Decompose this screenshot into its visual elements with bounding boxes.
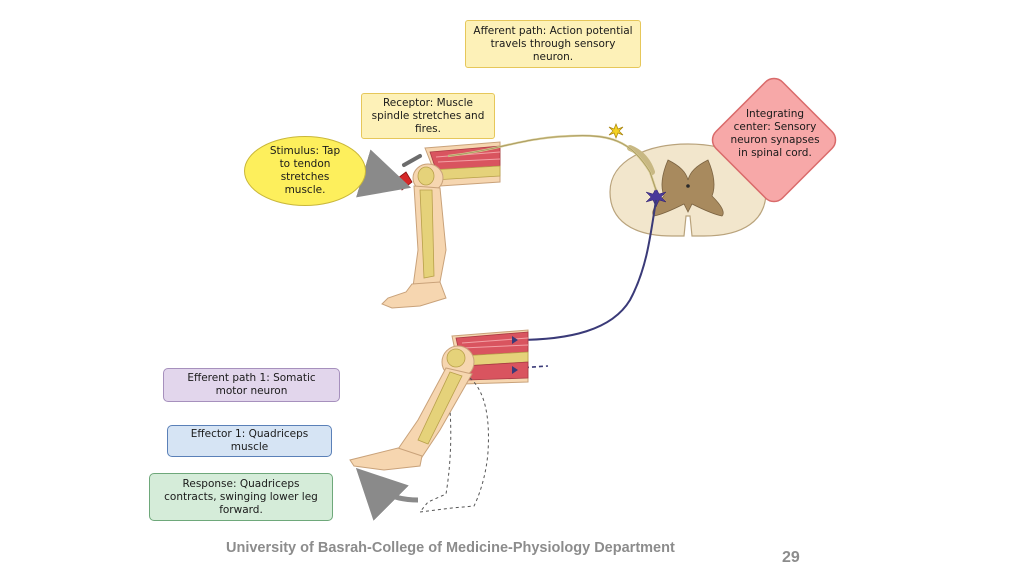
spinal-cord-section (609, 143, 767, 237)
footer-department: University of Basrah-College of Medicine… (226, 540, 675, 556)
upper-tibia (419, 189, 435, 279)
stimulus-arrow (356, 149, 412, 198)
upper-foot (381, 281, 447, 309)
reflex-hammer-icon (397, 171, 413, 191)
receptor-label: Receptor: Muscle spindle stretches and f… (361, 93, 495, 139)
integrating-center-label: Integrating center: Sensory neuron synap… (730, 108, 820, 159)
motor-endplate-quadriceps (512, 336, 518, 344)
action-potential-spark-icon (608, 123, 624, 139)
effector-label: Effector 1: Quadriceps muscle (167, 425, 332, 457)
page-number: 29 (782, 549, 800, 566)
response-label: Response: Quadriceps contracts, swinging… (149, 473, 333, 521)
lower-tibia (417, 371, 463, 445)
integrating-center-diamond (711, 77, 837, 203)
motor-endplate-hamstring (512, 366, 518, 374)
efferent-path-label: Efferent path 1: Somatic motor neuron (163, 368, 340, 402)
lower-leg-illustration (349, 329, 529, 521)
stimulus-label: Stimulus: Tap to tendon stretches muscle… (244, 136, 366, 206)
motor-neuron-path (515, 199, 657, 341)
upper-leg-illustration (356, 141, 501, 309)
lower-leg-rest-outline (418, 377, 489, 513)
afferent-path-label: Afferent path: Action potential travels … (465, 20, 641, 68)
synapse-star-icon (645, 187, 667, 208)
response-arrow (355, 467, 419, 521)
central-canal (686, 184, 690, 188)
motor-neuron-inhibitory-dashed (517, 365, 549, 369)
